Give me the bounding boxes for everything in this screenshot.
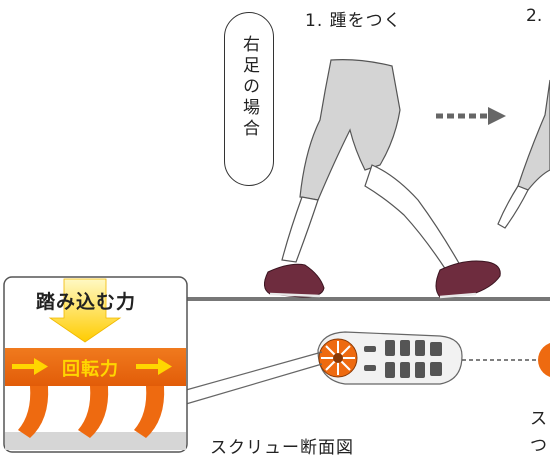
stepping-force-label: 踏み込む力	[36, 291, 137, 313]
leg-figure-1	[264, 59, 501, 299]
leg-figure-2-partial	[497, 79, 550, 229]
screw-heel-icon-2	[538, 343, 550, 377]
cut-text-line1: ス	[530, 409, 547, 429]
dashed-arrow-icon	[436, 107, 506, 125]
screw-cross-section-inset	[3, 276, 188, 453]
step-2-label: 2.	[526, 6, 543, 26]
shoe-sole	[317, 331, 463, 385]
cut-text-line2: つ	[530, 436, 547, 456]
pressure-arrow-icon	[48, 278, 122, 343]
right-foot-text: 右足の場合	[239, 35, 259, 140]
rotation-force-label: 回転力	[62, 359, 119, 380]
step-1-label: 1. 踵をつく	[305, 11, 402, 31]
right-foot-label: 右足の場合	[224, 12, 274, 186]
cross-section-caption: スクリュー断面図	[210, 438, 354, 458]
rotation-arrow-icons	[12, 358, 172, 375]
